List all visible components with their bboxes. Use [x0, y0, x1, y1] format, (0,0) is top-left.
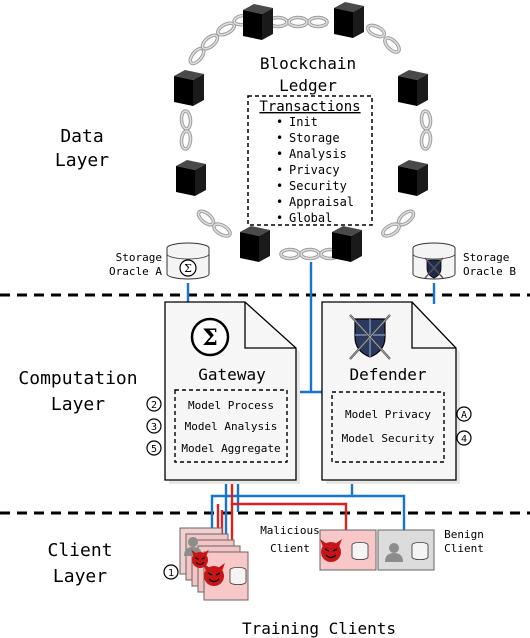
gateway-model-item: Model Aggregate	[181, 442, 280, 455]
svg-text:•: •	[276, 195, 283, 209]
database-icon	[411, 542, 429, 560]
database-icon	[229, 567, 247, 585]
svg-text:•: •	[276, 147, 283, 161]
benign-client-label-line1: Benign	[444, 528, 484, 541]
storage-oracle-b	[412, 242, 456, 280]
defender-panel: Defender Model Privacy Model Security	[321, 301, 460, 484]
gateway-models-box	[174, 389, 288, 463]
computation-layer-label-line2: Layer	[51, 394, 105, 415]
defender-model-item: Model Security	[342, 432, 435, 445]
gateway-model-item: Model Analysis	[185, 420, 278, 433]
transactions-list: • Init • Storage • Analysis • Privacy • …	[276, 115, 354, 225]
gateway-sigma-glyph: Σ	[202, 325, 218, 351]
data-layer-label-line1: Data	[60, 126, 103, 147]
storage-oracle-a: Σ	[166, 242, 210, 280]
svg-text:•: •	[276, 179, 283, 193]
gateway-panel: Σ Gateway Model Process Model Analysis M…	[164, 301, 300, 484]
gateway-sigma-icon	[190, 317, 230, 357]
computation-layer-label-line1: Computation	[18, 368, 137, 389]
transaction-item: Storage	[289, 131, 340, 145]
training-clients-caption: Training Clients	[242, 619, 396, 638]
step-marker: 3	[151, 422, 157, 433]
defender-step-markers: A 4	[456, 406, 472, 446]
benign-client-label-line2: Client	[444, 542, 484, 555]
benign-client	[377, 529, 435, 571]
svg-text:•: •	[276, 211, 283, 225]
malicious-client-label-line1: Malicious	[260, 524, 320, 537]
defender-shield-icon	[349, 314, 391, 360]
transaction-item: Security	[289, 179, 347, 193]
step-marker: A	[461, 410, 467, 421]
ledger-title-line2: Ledger	[279, 76, 337, 95]
database-icon	[351, 542, 369, 560]
defender-title: Defender	[349, 365, 426, 384]
oracle-a-label-line2: Oracle A	[109, 265, 162, 278]
svg-text:•: •	[276, 131, 283, 145]
transaction-item: Privacy	[289, 163, 340, 177]
svg-text:•: •	[276, 115, 283, 129]
malicious-client	[319, 529, 377, 571]
client-layer-label-line1: Client	[47, 540, 112, 561]
step-marker: 5	[151, 444, 157, 455]
malicious-client-label-line2: Client	[270, 542, 310, 555]
transactions-box	[247, 95, 373, 226]
svg-text:•: •	[276, 163, 283, 177]
step-marker: 4	[461, 434, 467, 445]
sigma-glyph: Σ	[184, 262, 192, 275]
gateway-model-item: Model Process	[188, 399, 274, 412]
transaction-item: Global	[289, 211, 332, 225]
gateway-step-markers: 2 3 5	[146, 396, 162, 456]
step-marker: 2	[151, 400, 157, 411]
gateway-title: Gateway	[198, 365, 266, 384]
step-marker: 1	[168, 568, 174, 579]
defender-model-item: Model Privacy	[345, 408, 431, 421]
oracle-a-label-line1: Storage	[116, 251, 162, 264]
oracle-b-label-line1: Storage	[463, 251, 509, 264]
data-layer-label-line2: Layer	[55, 150, 109, 171]
transaction-item: Analysis	[289, 147, 347, 161]
transactions-heading: Transactions	[259, 99, 360, 115]
oracle-b-label-line2: Oracle B	[463, 265, 516, 278]
step-marker-1	[163, 564, 179, 580]
defender-models-box	[331, 391, 445, 463]
sigma-icon	[179, 259, 197, 277]
client-layer-label-line2: Layer	[53, 566, 107, 587]
transaction-item: Appraisal	[289, 195, 354, 209]
training-clients-stack	[179, 527, 249, 601]
transaction-item: Init	[289, 115, 318, 129]
ledger-title-line1: Blockchain	[260, 54, 356, 73]
